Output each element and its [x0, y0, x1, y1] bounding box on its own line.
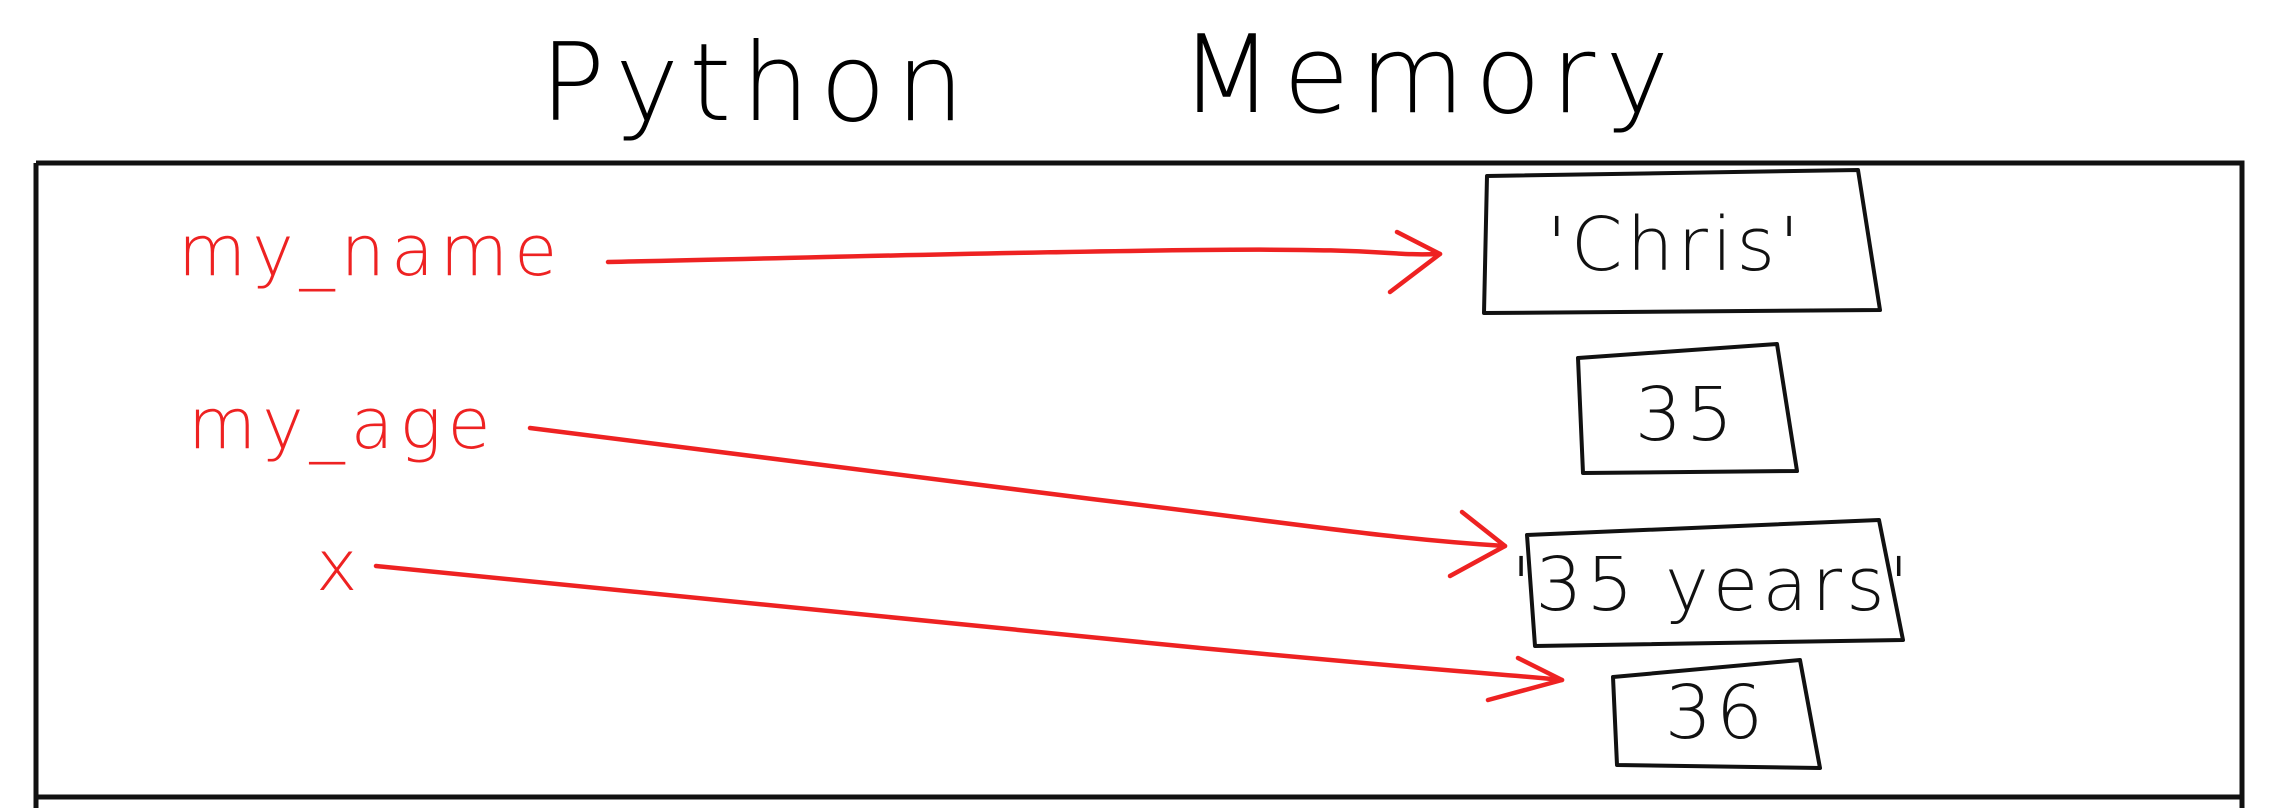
arrow-my-age-to-35-years [527, 425, 1508, 579]
memory-value-chris: 'Chris' [1547, 202, 1804, 288]
python-header: Python [540, 21, 974, 146]
variable-x: x [316, 525, 363, 607]
memory-box-35-years [1525, 518, 1905, 648]
memory-value-36: 36 [1665, 670, 1767, 756]
variable-my-age: my_age [188, 383, 497, 465]
memory-box-chris [1482, 168, 1882, 315]
memory-box-35 [1576, 342, 1799, 475]
diagram-frame [33, 160, 2245, 808]
memory-header: Memory [1180, 13, 1679, 138]
memory-box-36 [1611, 658, 1822, 770]
arrow-x-to-36 [373, 563, 1565, 703]
memory-value-35: 35 [1635, 372, 1737, 458]
variable-my-name: my_name [178, 210, 563, 292]
arrow-my-name-to-chris [605, 229, 1443, 295]
memory-value-35-years: '35 years' [1511, 542, 1913, 628]
